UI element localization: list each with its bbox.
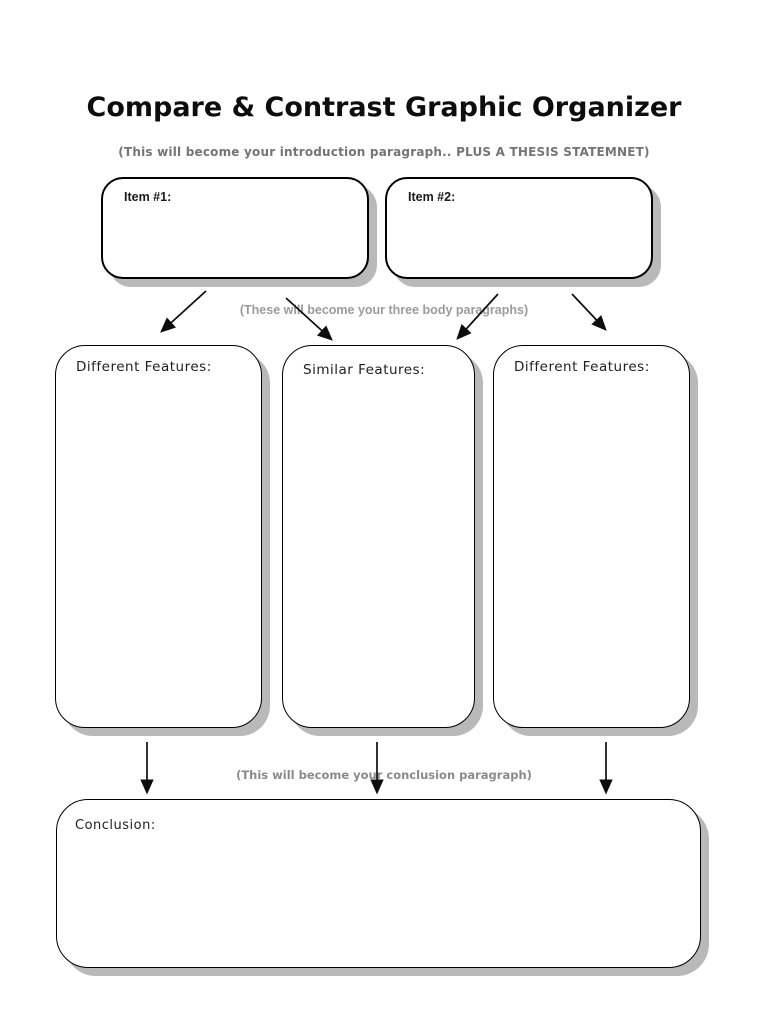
different-features-left-box: Different Features:: [55, 345, 262, 728]
item2-box: Item #2:: [385, 177, 653, 279]
different-features-right-box: Different Features:: [493, 345, 690, 728]
conclusion-note: (This will become your conclusion paragr…: [236, 768, 532, 782]
body-paragraphs-note: (These will become your three body parag…: [239, 303, 529, 317]
intro-note: (This will become your introduction para…: [118, 145, 650, 159]
similar-features-label: Similar Features:: [303, 362, 426, 378]
different-features-right-label: Different Features:: [514, 359, 650, 375]
conclusion-box: Conclusion:: [56, 799, 701, 968]
item2-label: Item #2:: [408, 190, 456, 204]
conclusion-label: Conclusion:: [75, 818, 156, 833]
item1-label: Item #1:: [124, 190, 172, 204]
different-features-left-label: Different Features:: [76, 359, 212, 375]
item1-box: Item #1:: [101, 177, 369, 279]
similar-features-box: Similar Features:: [282, 345, 475, 728]
page-title: Compare & Contrast Graphic Organizer: [86, 92, 682, 123]
